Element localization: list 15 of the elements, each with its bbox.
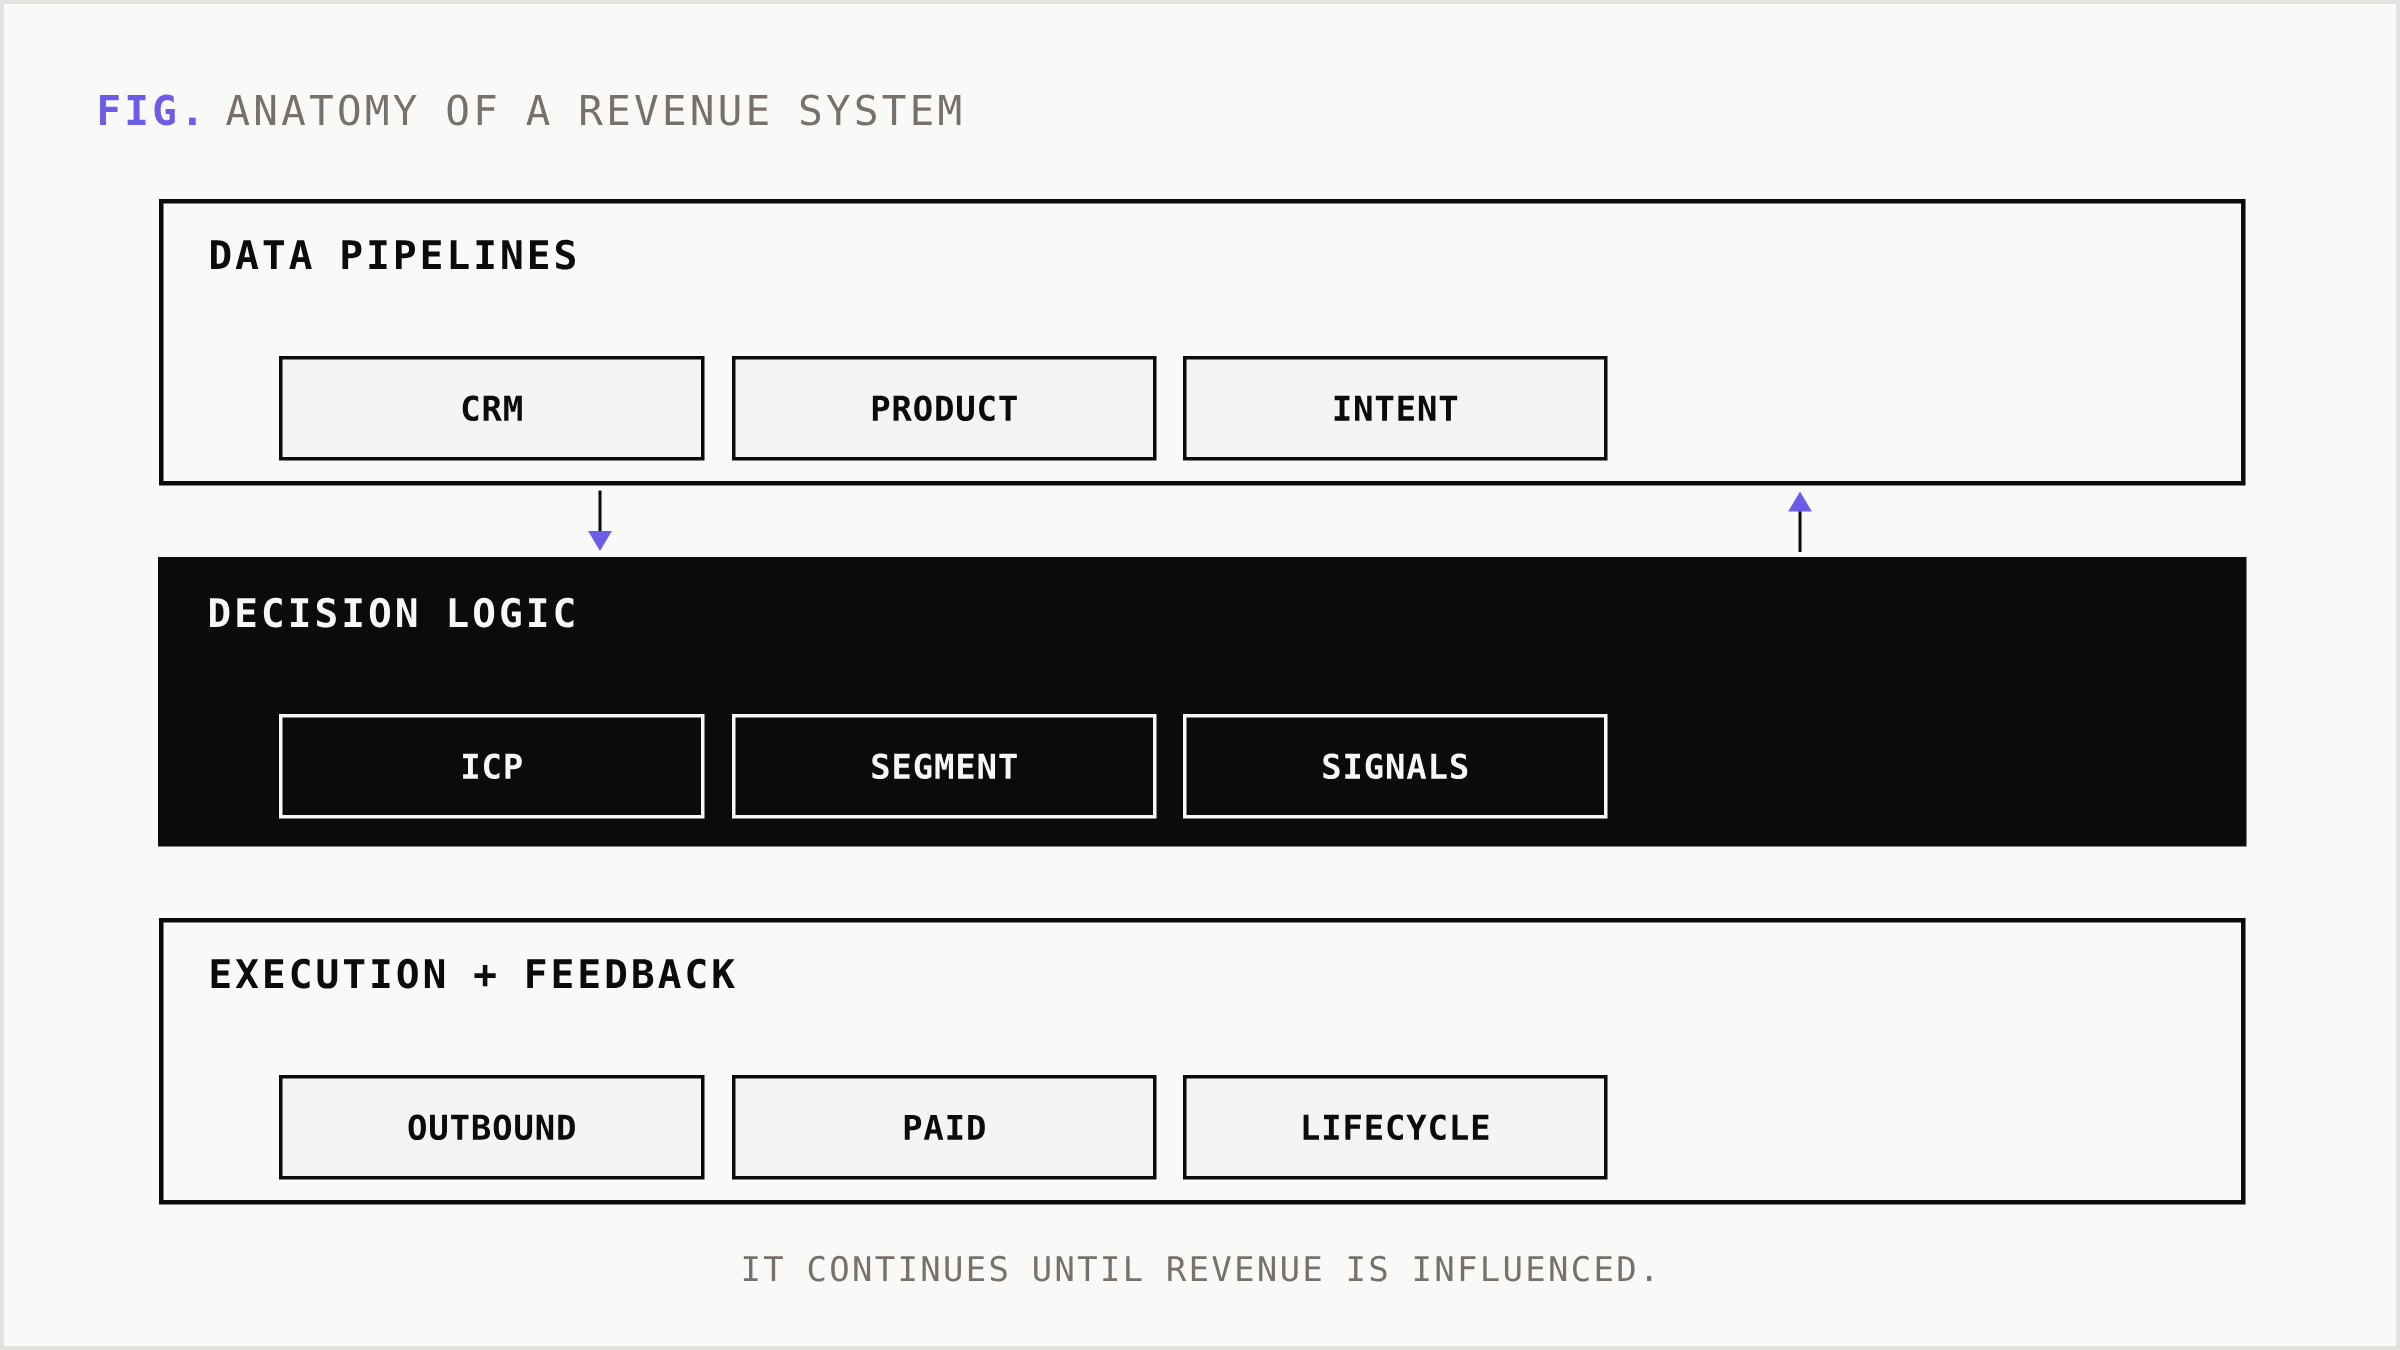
section-heading: EXECUTION + FEEDBACK xyxy=(211,958,735,989)
component-box: INTENT xyxy=(1183,356,1608,461)
section-heading: DATA PIPELINES xyxy=(211,239,575,270)
component-box: CRM xyxy=(279,356,705,461)
component-box: SIGNALS xyxy=(1183,714,1608,819)
component-box: LIFECYCLE xyxy=(1183,1075,1608,1180)
title: ANATOMY OF A REVENUE SYSTEM xyxy=(226,94,961,126)
component-box: PAID xyxy=(732,1075,1157,1180)
component-box: OUTBOUND xyxy=(279,1075,705,1180)
component-box: SEGMENT xyxy=(732,714,1157,819)
component-box: ICP xyxy=(279,714,705,819)
section-heading: DECISION LOGIC xyxy=(210,597,574,628)
component-box: PRODUCT xyxy=(732,356,1157,461)
caption: IT CONTINUES UNTIL REVENUE IS INFLUENCED. xyxy=(743,1255,1652,1282)
figure-label: FIG. xyxy=(100,94,196,126)
